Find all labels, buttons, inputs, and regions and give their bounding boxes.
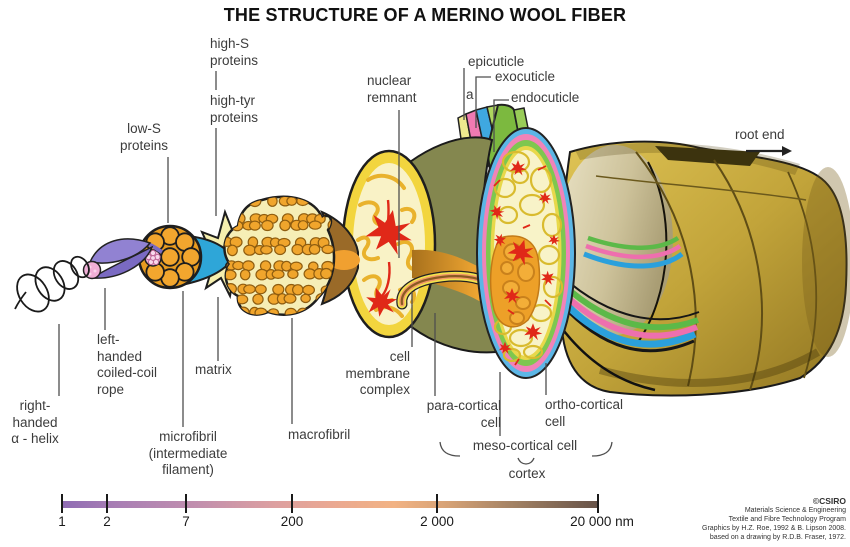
scale-tick-label: 2	[103, 514, 111, 529]
label-root-end: root end	[735, 127, 785, 142]
label-macrofibril: macrofibril	[288, 427, 351, 442]
credit-line: Textile and Fibre Technology Program	[728, 516, 846, 523]
label-ortho-cortical-cell: ortho-cortical cell	[545, 397, 624, 429]
label-coiled-coil-rope: left- handed coiled-coil rope	[97, 332, 158, 397]
scale-tick	[597, 494, 599, 513]
root-end-arrow	[746, 146, 792, 156]
scale-tick	[61, 494, 63, 513]
label-matrix: matrix	[195, 362, 232, 377]
meso-brace	[439, 441, 613, 465]
scale-tick	[185, 494, 187, 513]
scale-tick-label: 2 000	[420, 514, 454, 529]
label-cortex: cortex	[508, 466, 546, 481]
label-low-s-proteins: low-S proteins	[119, 121, 169, 153]
trumpet-core	[328, 250, 360, 270]
microfibril-circle	[137, 224, 203, 290]
label-para-cortical-cell: para-cortical cell	[426, 398, 501, 430]
label-endocuticle: endocuticle	[511, 90, 580, 105]
label-a-layer: a	[466, 87, 474, 102]
cortical-cell	[341, 149, 437, 339]
coiled-coil-rope	[82, 238, 163, 280]
credit-line: Materials Science & Engineering	[744, 507, 846, 514]
label-nuclear-remnant: nuclear remnant	[367, 73, 417, 105]
page-title: THE STRUCTURE OF A MERINO WOOL FIBER	[223, 5, 627, 25]
nuclear-remnant-streaks	[381, 199, 391, 297]
fiber-cut-face	[557, 145, 673, 335]
label-alpha-helix: right- handed α - helix	[11, 398, 59, 446]
credit-line: based on a drawing by R.D.B. Fraser, 197…	[709, 534, 846, 541]
cell-membrane-complex-layers	[396, 270, 490, 310]
scale-tick	[106, 494, 108, 513]
label-epicuticle: epicuticle	[468, 54, 525, 69]
scale-tick-label: 1	[58, 514, 66, 529]
label-meso-cortical-cell: meso-cortical cell	[472, 438, 578, 453]
fiber-body	[557, 140, 850, 397]
credits-block: ©CSIRO Materials Science & Engineering T…	[702, 496, 846, 542]
credit-line: Graphics by H.Z. Roe, 1992 & B. Lipson 2…	[702, 525, 846, 532]
scale-gradient-bar	[62, 501, 598, 508]
label-microfibril: microfibril (intermediate filament)	[148, 429, 228, 477]
scale-tick	[291, 494, 293, 513]
scale-tick-label: 200	[280, 514, 304, 529]
label-high-s-proteins: high-S proteins	[210, 36, 259, 68]
scale-tick	[436, 494, 438, 513]
alpha-helix-coil	[14, 255, 90, 313]
scale-tick-label: 20 000 nm	[570, 514, 634, 529]
scale-tick-label: 7	[182, 514, 190, 529]
label-high-tyr-proteins: high-tyr proteins	[210, 93, 259, 125]
label-exocuticle: exocuticle	[495, 69, 556, 84]
macrofibril-blob	[223, 195, 336, 316]
label-cell-membrane-complex: cell membrane complex	[345, 349, 410, 397]
leader-lines	[58, 68, 547, 436]
red-flecks	[493, 165, 552, 366]
fiber-cross-section	[476, 127, 576, 379]
credit-csiro: ©CSIRO	[812, 496, 846, 506]
